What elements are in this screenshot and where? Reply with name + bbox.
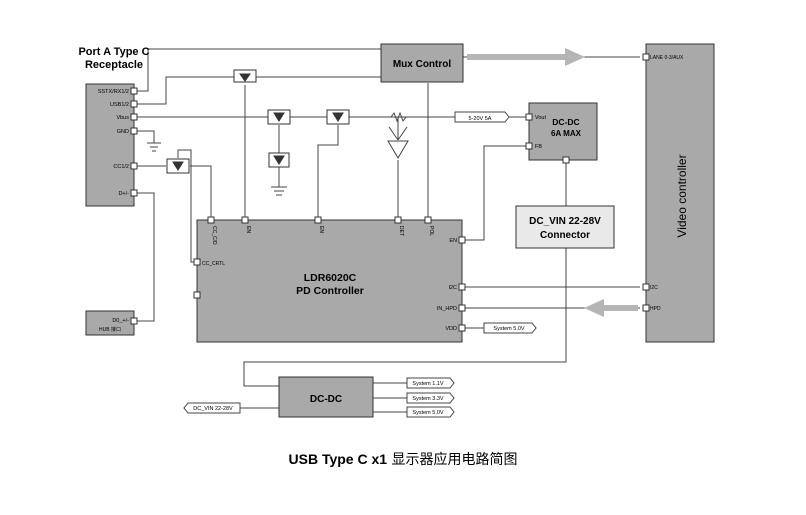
connector-line1: DC_VIN 22-28V <box>529 216 601 227</box>
video-pin-i2c: I2C <box>650 285 658 291</box>
pd-name: LDR6020C <box>304 272 357 284</box>
current-sense <box>387 111 409 159</box>
port-pin-usb: USB1/2 <box>110 102 129 108</box>
pin-markers <box>130 53 650 332</box>
dcdc-out-1v1: System 1.1V <box>412 381 444 387</box>
transistor-q2 <box>267 109 291 125</box>
transistor-q4 <box>268 152 290 168</box>
wires <box>135 48 640 413</box>
pd-pin-cc: CC_C/D <box>211 226 217 245</box>
transistor-q3 <box>326 109 350 125</box>
port-title-line1: Port A Type C <box>78 46 149 58</box>
pd-pin-en2: EN <box>318 226 324 233</box>
figure-caption: USB Type C x1 显示器应用电路简图 <box>0 449 806 469</box>
pd-subtitle: PD Controller <box>296 285 364 297</box>
data-flow-arrow-lane <box>467 48 585 66</box>
transistor-q5 <box>166 158 190 174</box>
tag-boxes <box>183 111 537 418</box>
mux-control-block <box>380 43 464 83</box>
port-pin-sstx: SSTX/RX1/2 <box>98 89 129 95</box>
caption-bold: USB Type C x1 <box>288 451 388 467</box>
dcdc-6a-block <box>528 102 598 161</box>
dcdc-out-5v0: System 5.0V <box>412 410 444 416</box>
port-pin-vbus: Vbus <box>116 115 129 121</box>
dcdc-top-line2: 6A MAX <box>551 129 582 138</box>
caption-rest: 显示器应用电路简图 <box>387 452 518 468</box>
transistor-q1 <box>233 69 257 83</box>
port-pin-d: D+/- <box>118 191 129 197</box>
mux-label: Mux Control <box>393 59 452 70</box>
data-flow-arrow-hpd <box>584 299 638 317</box>
connector-line2: Connector <box>540 230 590 241</box>
port-pin-gnd: GND <box>117 129 129 135</box>
pd-pin-det: DET <box>398 226 404 236</box>
system-vdd-tag: System 5.0V <box>493 326 525 332</box>
dcdc-top-line1: DC-DC <box>552 117 579 127</box>
port-a-receptacle <box>85 83 135 207</box>
pd-pin-pol: POL <box>428 226 434 236</box>
hub-pin: D0_+/- <box>112 318 129 324</box>
dcdc-pin-fb: FB <box>535 144 542 150</box>
hub-label: HUB 接口 <box>99 326 121 333</box>
pd-pin-in-hpd: IN_HPD <box>437 306 457 312</box>
hub-interface-block <box>85 310 135 336</box>
pd-pin-i2c: I2C <box>448 285 457 291</box>
pd-pin-vdd: VDD <box>445 326 457 332</box>
dcdc-out-3v3: System 3.3V <box>412 396 444 402</box>
dcdc-bottom-input: DC_VIN 22-28V <box>193 406 233 412</box>
pd-pin-cc-crtl: CC_CRTL <box>202 261 225 267</box>
video-pin-hpd: HPD <box>650 306 661 312</box>
video-controller-block <box>645 43 715 343</box>
dc-vin-connector-block <box>515 205 615 249</box>
vbus-tag: 5-20V 5A <box>469 116 492 122</box>
pd-pin-en1: EN <box>245 226 251 233</box>
dcdc-bottom-label: DC-DC <box>310 394 342 405</box>
video-pin-lane: LANE 0-3/AUX <box>650 55 684 61</box>
dcdc-bottom-block <box>278 376 374 418</box>
port-pin-cc: CC1/2 <box>113 164 129 170</box>
port-title-line2: Receptacle <box>85 59 143 71</box>
video-controller-label: Video controller <box>675 154 689 237</box>
pd-controller-block <box>196 219 463 343</box>
pd-pin-en-right: EN <box>449 238 457 244</box>
dcdc-pin-vout: Vout <box>535 115 546 121</box>
